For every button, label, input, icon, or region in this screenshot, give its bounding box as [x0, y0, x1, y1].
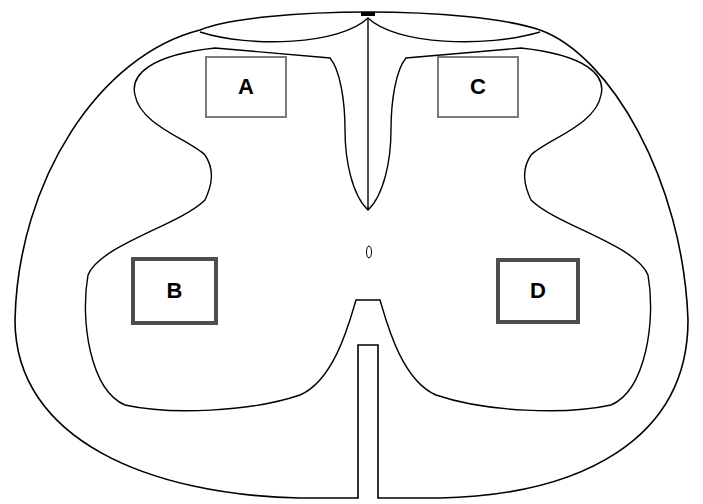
dorsal-median-septum — [367, 18, 368, 210]
septum-tick — [361, 12, 375, 16]
label-box: C — [437, 56, 519, 118]
dorsal-root-zone — [200, 18, 540, 42]
label-box: B — [131, 257, 218, 325]
label-box: D — [496, 258, 580, 324]
region-letter: A — [238, 76, 254, 98]
region-letter: D — [530, 280, 546, 302]
region-letter: B — [167, 280, 183, 302]
region-letter: C — [470, 76, 486, 98]
white-matter-outline — [15, 12, 688, 498]
label-box: A — [205, 56, 287, 118]
central-canal — [367, 246, 372, 258]
